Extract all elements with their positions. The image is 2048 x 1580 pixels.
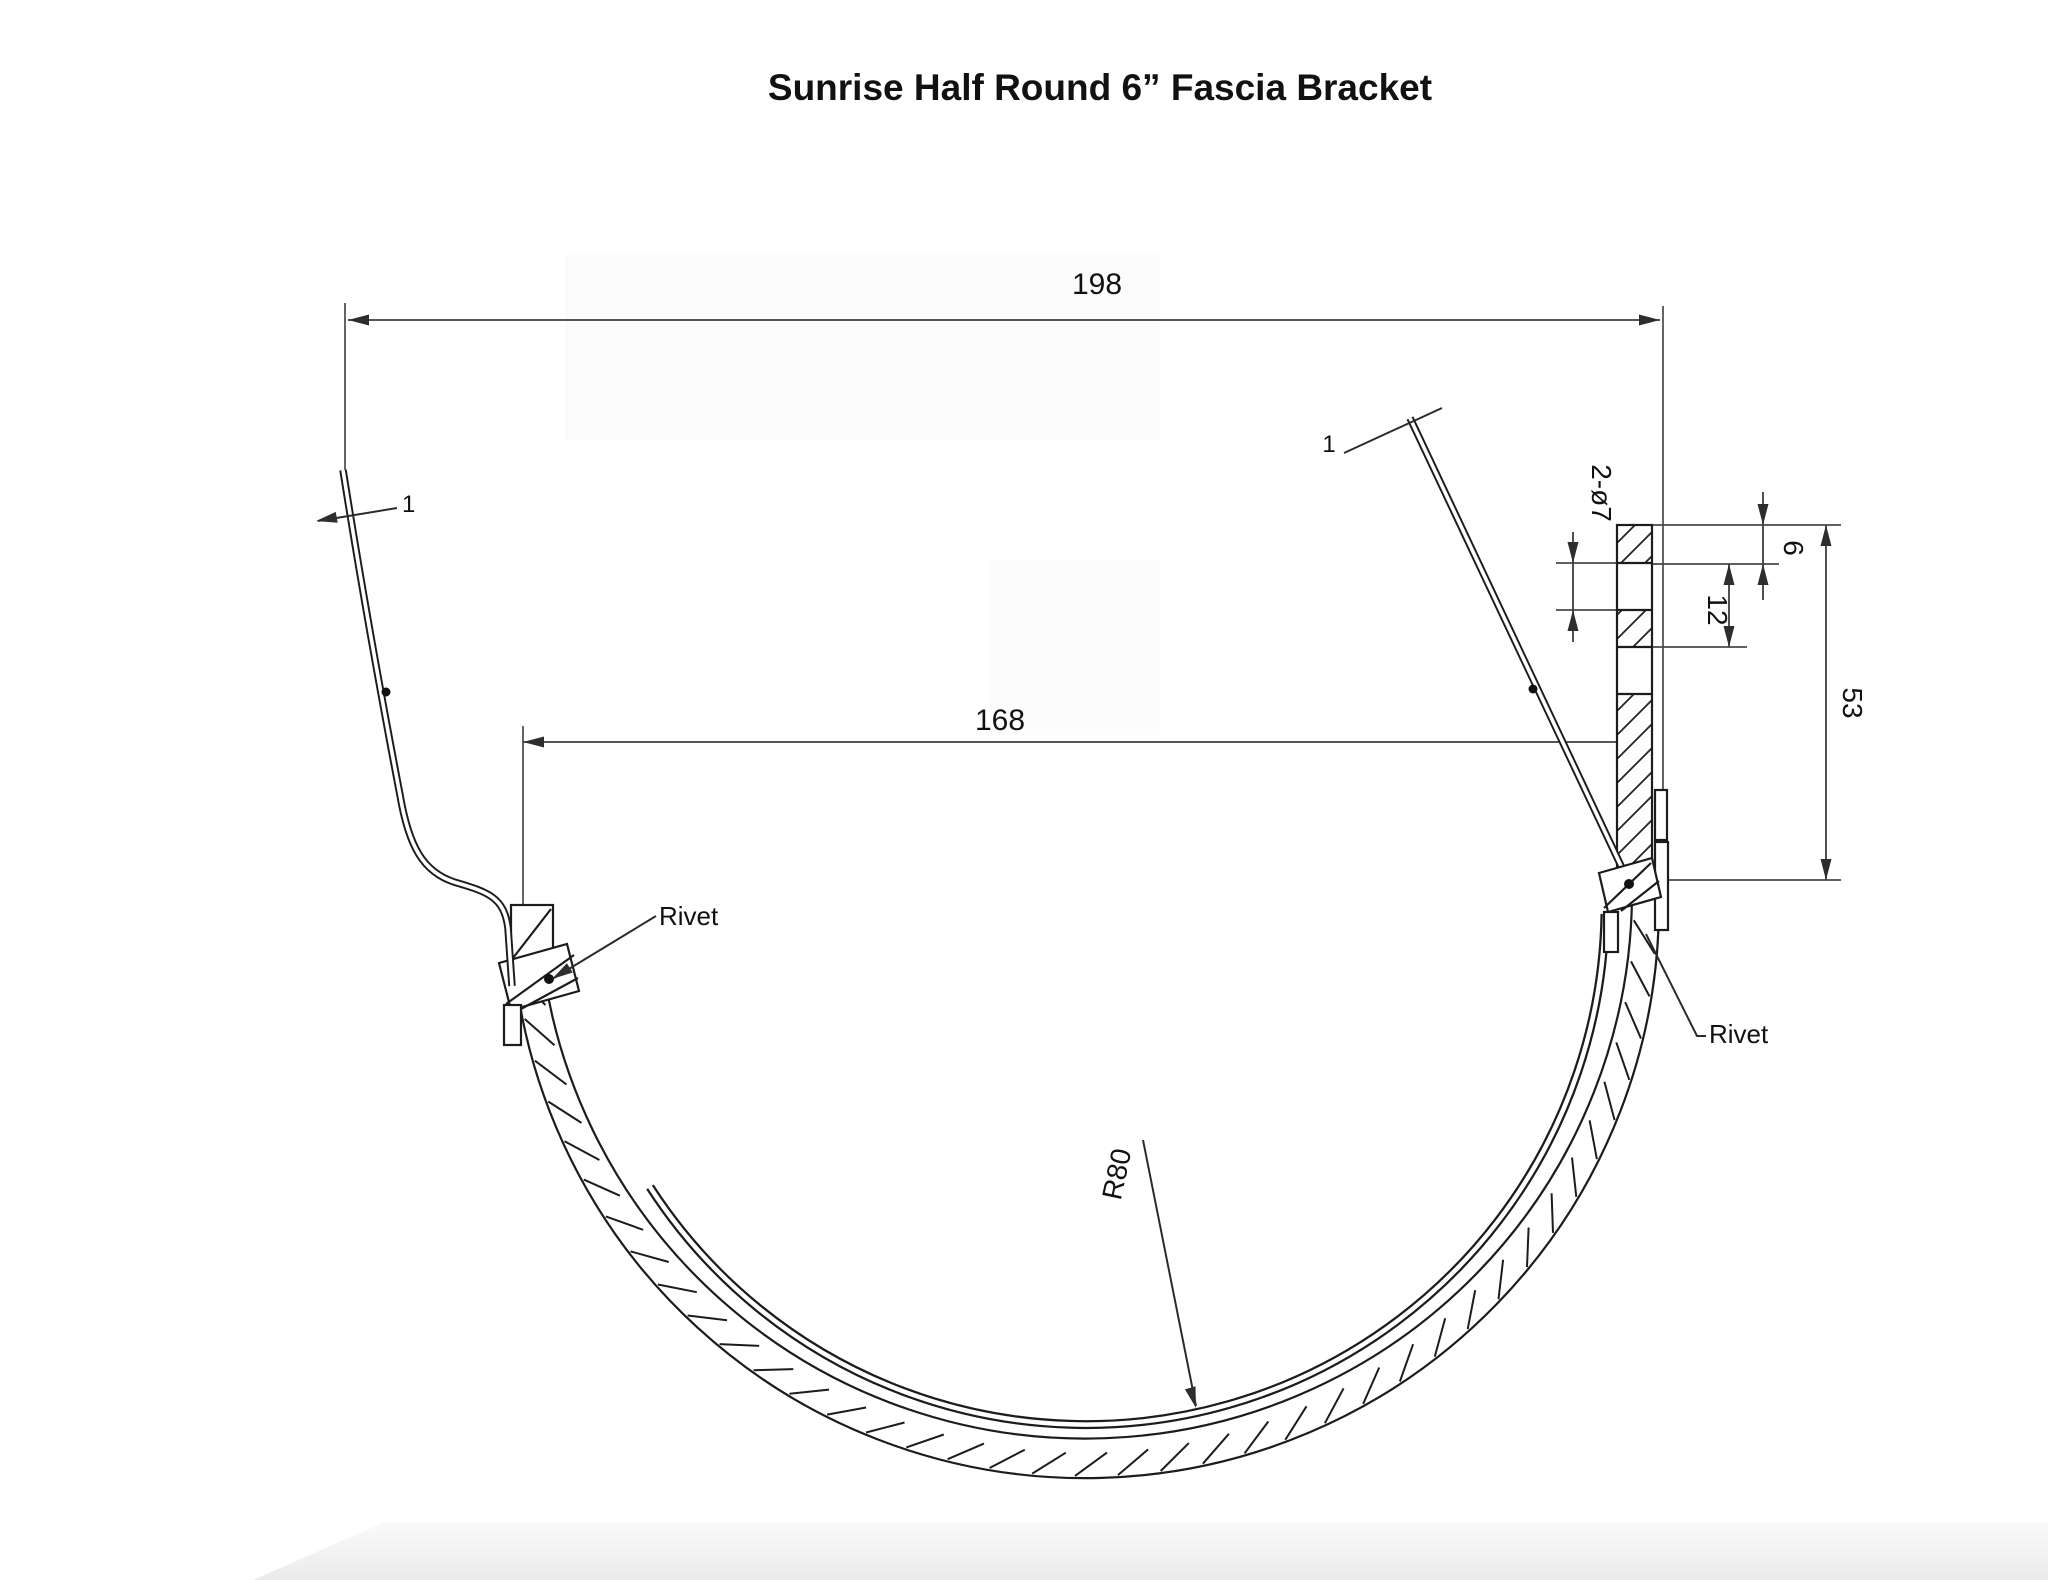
shell-outer-arc [510, 903, 1661, 1480]
leader-lines [315, 407, 1706, 1410]
r80-leader [1142, 1139, 1197, 1407]
right-rivet-dot [1624, 879, 1634, 889]
left-strap [339, 469, 516, 987]
rivet-left-label: Rivet [659, 901, 719, 931]
dim-53-text: 53 [1837, 687, 1868, 718]
left-hook [497, 903, 581, 1047]
dim-168-text: 168 [975, 704, 1025, 737]
dim-198-text: 198 [1072, 268, 1122, 301]
right-strap-spot [1528, 684, 1538, 694]
left-rivet-dot [544, 974, 554, 984]
dimension-lines [344, 303, 1841, 906]
plate-back-tab-upper [1653, 788, 1669, 842]
right-strap [1406, 416, 1642, 904]
left-strap-spot [381, 687, 391, 697]
right-rivet-joint [1597, 856, 1663, 954]
shell-hatch [516, 919, 1656, 1477]
drawing-title: Sunrise Half Round 6” Fascia Bracket [768, 67, 1432, 108]
support-strap-arc [646, 913, 1610, 1430]
detail-1-left-label: 1 [402, 491, 415, 518]
rivet-right-label: Rivet [1709, 1019, 1769, 1049]
detail-1-right-label: 1 [1322, 431, 1335, 458]
annotations: Sunrise Half Round 6” Fascia Bracket 198… [402, 67, 1868, 1202]
shell-inner-arc [538, 896, 1634, 1440]
rivet-left-leader [553, 915, 657, 979]
bottom-gray-band [253, 1522, 2048, 1580]
dim-6-text: 6 [1778, 540, 1809, 556]
detail1-right-leader [1343, 407, 1443, 454]
left-lower-tab [502, 1003, 523, 1047]
scan-artifacts [253, 255, 2048, 1580]
right-lower-tab [1602, 910, 1620, 954]
rivet-right-leader [1645, 933, 1706, 1037]
gutter-shell [510, 896, 1661, 1480]
mounting-plate [1615, 523, 1670, 932]
radius-r80-text: R80 [1096, 1146, 1137, 1203]
holes-callout-text: 2-ø7 [1586, 464, 1617, 522]
dim-12-text: 12 [1702, 594, 1733, 625]
